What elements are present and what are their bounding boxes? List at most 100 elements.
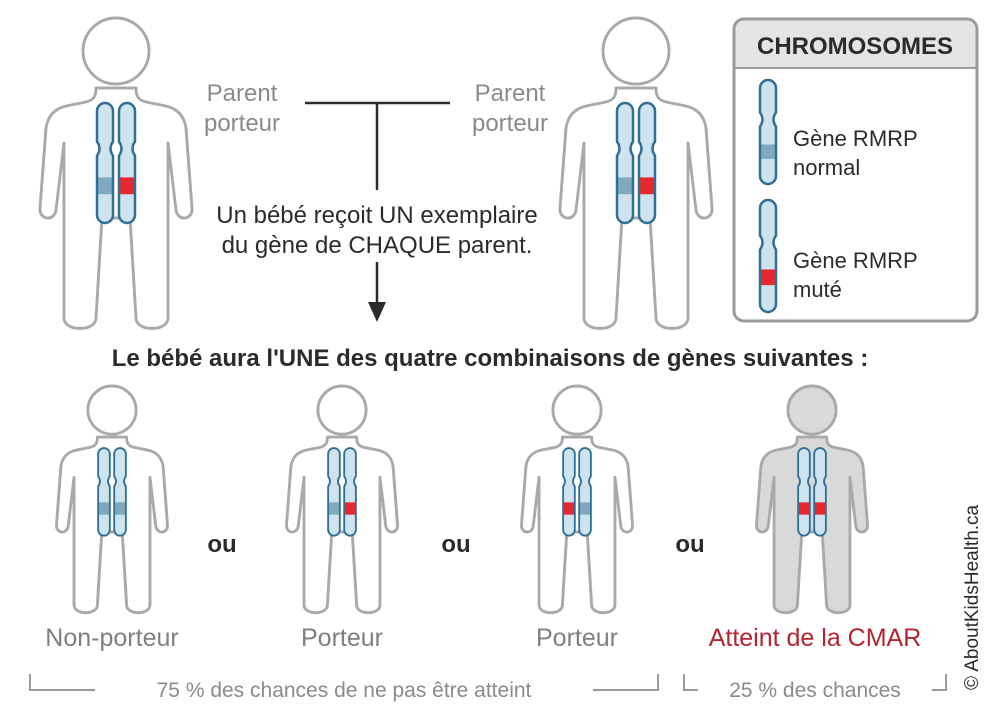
bracket-75-right (593, 674, 659, 691)
copyright-text: © AboutKidsHealth.ca (962, 504, 983, 690)
normal-gene-band (97, 177, 113, 195)
child-figure-4-chromosome-left-outline (797, 447, 811, 537)
child-figure-4-chromosome-right (813, 447, 827, 537)
parent-right-figure-chromosome-right (637, 101, 657, 225)
child-figure-1-chromosome-left-body (98, 448, 110, 536)
mutated-gene-band (639, 177, 655, 195)
legend-mutated-chromosome-body (760, 200, 776, 312)
child-figure-1-chromosome-right-body (114, 448, 126, 536)
body (285, 435, 399, 615)
parent-right-figure-chromosome-right-body (639, 103, 655, 223)
child-figure-4 (755, 384, 869, 615)
legend-mutated-chromosome (758, 198, 778, 314)
body (520, 435, 634, 615)
child-figure-2-chromosome-left-outline (327, 447, 341, 537)
right-parent-label-line1: Parent (475, 80, 546, 107)
bracket-25-left (683, 674, 698, 691)
normal-gene-band (98, 502, 110, 515)
parent-left-figure-chromosome-left-body (97, 103, 113, 223)
body (755, 435, 869, 615)
arrow-down-icon (368, 302, 386, 322)
child-figure-2-chromosome-left (327, 447, 341, 537)
child-figure-2-chromosome-right-outline (343, 447, 357, 537)
left-parent-label-line2: porteur (204, 110, 280, 137)
head (551, 384, 603, 436)
parent-right-figure-chromosome-right-outline (637, 101, 657, 225)
child-figure-3-chromosome-right-outline (578, 447, 592, 537)
mutated-gene-band (798, 502, 810, 515)
normal-gene-band (617, 177, 633, 195)
parent-left-figure (38, 16, 194, 330)
parent-left-figure-chromosome-right-outline (117, 101, 137, 225)
legend-box (732, 17, 979, 323)
body (55, 435, 169, 615)
child-figure-2 (285, 384, 399, 615)
body (38, 86, 194, 330)
child-figure-1 (55, 384, 169, 615)
legend-chromosomes (758, 78, 778, 314)
child-figure-3-chromosome-right (578, 447, 592, 537)
inheritance-text-line1: Un bébé reçoit UN exemplaire (216, 202, 537, 229)
child-figure-1-chromosome-right (113, 447, 127, 537)
body (558, 86, 714, 330)
ou-connector-3: ou (675, 531, 704, 558)
normal-gene-band (114, 502, 126, 515)
parent-right-figure (558, 16, 714, 330)
child-figure-2-chromosome-right-body (344, 448, 356, 536)
child-label-3: Porteur (536, 624, 618, 652)
mutated-gene-band (760, 269, 776, 286)
mutated-gene-band (119, 177, 135, 195)
head (316, 384, 368, 436)
head (786, 384, 838, 436)
parent-left-figure-chromosome-left-outline (95, 101, 115, 225)
legend-normal-chromosome-body (760, 80, 776, 184)
legend-mutated-chromosome-outline (758, 198, 778, 314)
parent-right-figure-chromosome-left-outline (615, 101, 635, 225)
child-figure-3-chromosome-right-body (579, 448, 591, 536)
child-label-1: Non-porteur (45, 624, 178, 652)
child-figure-1-chromosome-left (97, 447, 111, 537)
odds-brackets (29, 674, 947, 691)
normal-gene-band (328, 502, 340, 515)
child-label-2: Porteur (301, 624, 383, 652)
head (81, 16, 151, 86)
child-figure-1-chromosome-right-outline (113, 447, 127, 537)
mutated-gene-band (344, 502, 356, 515)
legend-mutated-label-line2: muté (793, 277, 842, 302)
child-figure-4-chromosome-left (797, 447, 811, 537)
ou-connector-2: ou (441, 531, 470, 558)
parent-left-figure-chromosome-right-body (119, 103, 135, 223)
mutated-gene-band (563, 502, 575, 515)
child-label-affected: Atteint de la CMAR (709, 624, 922, 652)
inheritance-connector (305, 101, 450, 306)
odds-not-affected: 75 % des chances de ne pas être atteint (157, 679, 532, 702)
child-figure-3-chromosome-left-outline (562, 447, 576, 537)
child-figure-3-chromosome-left (562, 447, 576, 537)
bracket-75-left (29, 674, 95, 691)
parent-left-figure-chromosome-left (95, 101, 115, 225)
child-figure-3-chromosome-left-body (563, 448, 575, 536)
inheritance-text-line2: du gène de CHAQUE parent. (222, 232, 533, 259)
figures-layer (38, 16, 869, 615)
legend: CHROMOSOMES Gène RMRP normal Gène RMRP m… (732, 17, 979, 323)
child-figure-4-chromosome-right-body (814, 448, 826, 536)
legend-normal-chromosome-outline (758, 78, 778, 186)
parent-right-figure-chromosome-left (615, 101, 635, 225)
child-figure-2-chromosome-right (343, 447, 357, 537)
child-figure-2-chromosome-left-body (328, 448, 340, 536)
parent-right-figure-chromosome-left-body (617, 103, 633, 223)
combinations-heading: Le bébé aura l'UNE des quatre combinaiso… (112, 345, 869, 372)
left-parent-label-line1: Parent (207, 80, 278, 107)
child-figure-3 (520, 384, 634, 615)
right-parent-label-line2: porteur (472, 110, 548, 137)
legend-mutated-label-line1: Gène RMRP (793, 248, 918, 273)
legend-normal-label-line2: normal (793, 155, 860, 180)
child-figure-4-chromosome-right-outline (813, 447, 827, 537)
legend-title: CHROMOSOMES (757, 33, 953, 60)
bracket-25-right (932, 674, 947, 691)
head (601, 16, 671, 86)
legend-normal-chromosome (758, 78, 778, 186)
child-figure-1-chromosome-left-outline (97, 447, 111, 537)
